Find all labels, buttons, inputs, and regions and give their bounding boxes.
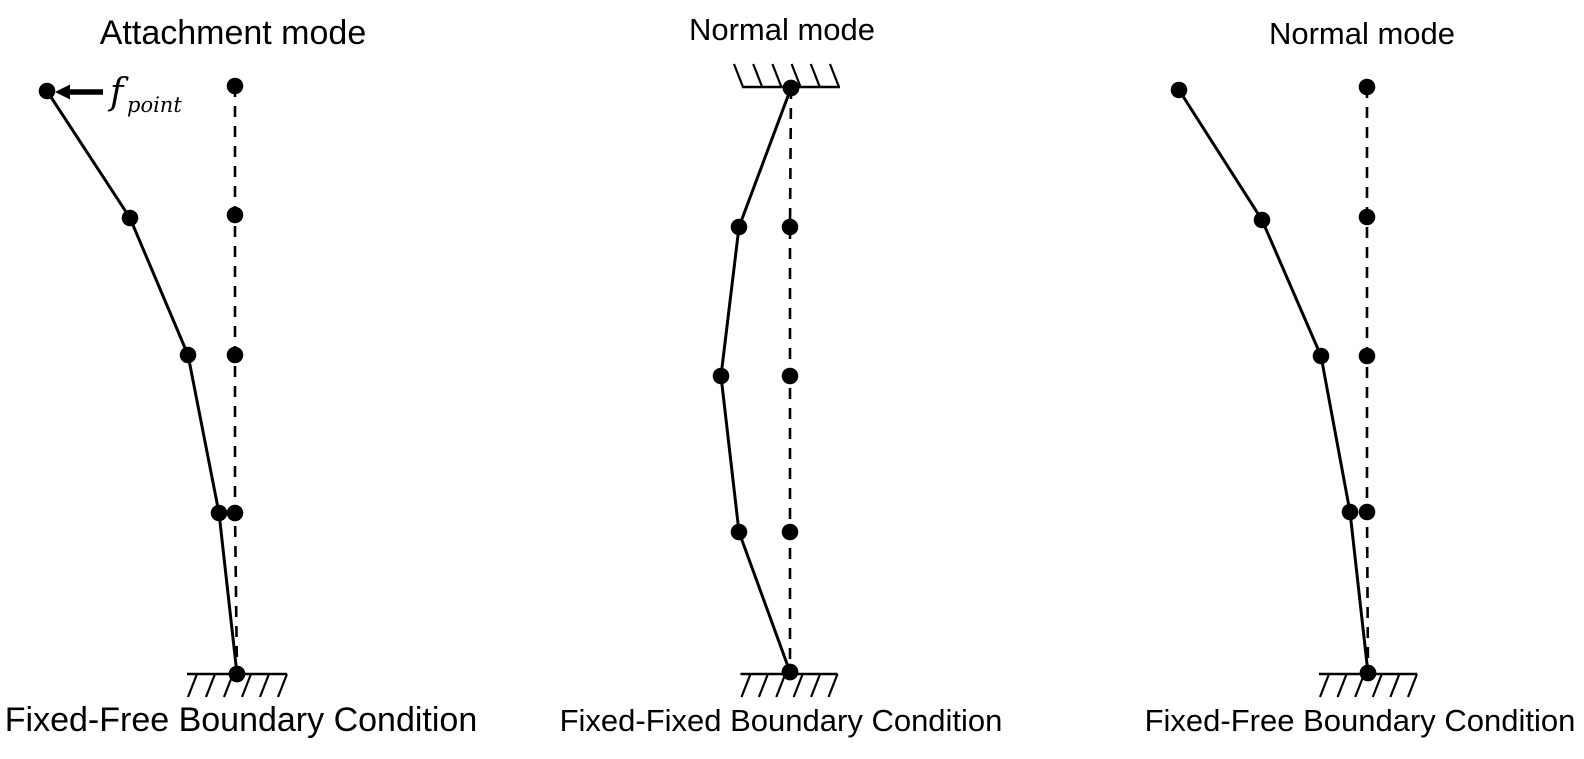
- mode-node-dot: [730, 218, 748, 236]
- normal-mode-curve: [1177, 89, 1370, 674]
- fixed-support-hatch-stroke: [1318, 673, 1331, 698]
- panel-caption-fixed-free-2: Fixed-Free Boundary Condition: [1144, 703, 1576, 738]
- fixed-support-hatch-stroke: [790, 63, 802, 88]
- mode-node-dot: [712, 367, 730, 385]
- panel-caption-fixed-free: Fixed-Free Boundary Condition: [4, 701, 478, 739]
- fixed-support-hatch-stroke: [757, 673, 769, 698]
- mode-node-dot: [781, 663, 799, 681]
- mode-node-dot: [1341, 503, 1359, 521]
- mode-node-dot: [228, 665, 246, 683]
- fixed-support-hatch-stroke: [771, 63, 783, 88]
- fixed-support-hatch-stroke: [186, 673, 199, 698]
- fixed-support-hatch-stroke: [828, 63, 841, 88]
- fixed-support-hatch-stroke: [827, 673, 839, 698]
- fixed-support-hatch-stroke: [752, 63, 764, 88]
- fixed-support-hatch-stroke: [1336, 673, 1348, 698]
- reference-node-dot: [781, 218, 799, 236]
- fixed-support-hatch-stroke: [775, 673, 787, 698]
- reference-node-dot: [1358, 208, 1376, 226]
- mode-node-dot: [730, 523, 748, 541]
- reference-node-dot: [226, 206, 244, 224]
- fixed-support-hatch-stroke: [792, 673, 804, 698]
- panel-title-normal-mode-fixed-fixed: Normal mode: [688, 12, 876, 47]
- mode-node-dot: [1253, 211, 1271, 229]
- force-label-main: f: [107, 72, 129, 113]
- mode-node-dot: [1312, 347, 1330, 365]
- fixed-support-hatch-stroke: [204, 673, 217, 698]
- fixed-support-hatch-stroke: [276, 673, 289, 698]
- mode-node-dot: [210, 504, 228, 522]
- reference-node-dot: [1358, 347, 1376, 365]
- reference-node-dot: [781, 367, 799, 385]
- mode-node-dot: [1170, 81, 1188, 99]
- reference-node-dot: [781, 523, 799, 541]
- panel-title-attachment-mode: Attachment mode: [99, 14, 367, 52]
- force-label-subscript: point: [127, 93, 182, 117]
- fixed-support-hatch-stroke: [1371, 673, 1383, 698]
- reference-line: [1365, 87, 1370, 674]
- fixed-support-hatch-stroke: [1406, 673, 1419, 698]
- normal-mode-curve: [719, 87, 793, 673]
- fixed-support-hatch-stroke: [258, 673, 271, 698]
- mode-node-dot: [1359, 664, 1377, 682]
- reference-line: [233, 86, 239, 675]
- reference-node-dot: [1358, 78, 1376, 96]
- attachment-mode-curve: [45, 90, 239, 675]
- force-arrow-head-icon: [55, 84, 70, 100]
- fixed-support-hatch-stroke: [732, 63, 745, 88]
- mode-node-dot: [38, 82, 56, 100]
- panel-caption-fixed-fixed: Fixed-Fixed Boundary Condition: [559, 703, 1003, 738]
- fixed-support-hatch-stroke: [809, 63, 821, 88]
- reference-node-dot: [226, 346, 244, 364]
- fixed-support-hatch-stroke: [240, 673, 253, 698]
- mode-node-dot: [782, 79, 800, 97]
- panel-title-normal-mode-fixed-free: Normal mode: [1268, 16, 1456, 51]
- fixed-support-hatch-stroke: [740, 673, 752, 698]
- reference-node-dot: [226, 504, 244, 522]
- mode-node-dot: [179, 346, 197, 364]
- fixed-support-hatch-stroke: [1389, 673, 1401, 698]
- mode-node-dot: [121, 209, 139, 227]
- reference-node-dot: [1358, 503, 1376, 521]
- reference-node-dot: [226, 77, 244, 95]
- fixed-support-hatch-stroke: [810, 673, 822, 698]
